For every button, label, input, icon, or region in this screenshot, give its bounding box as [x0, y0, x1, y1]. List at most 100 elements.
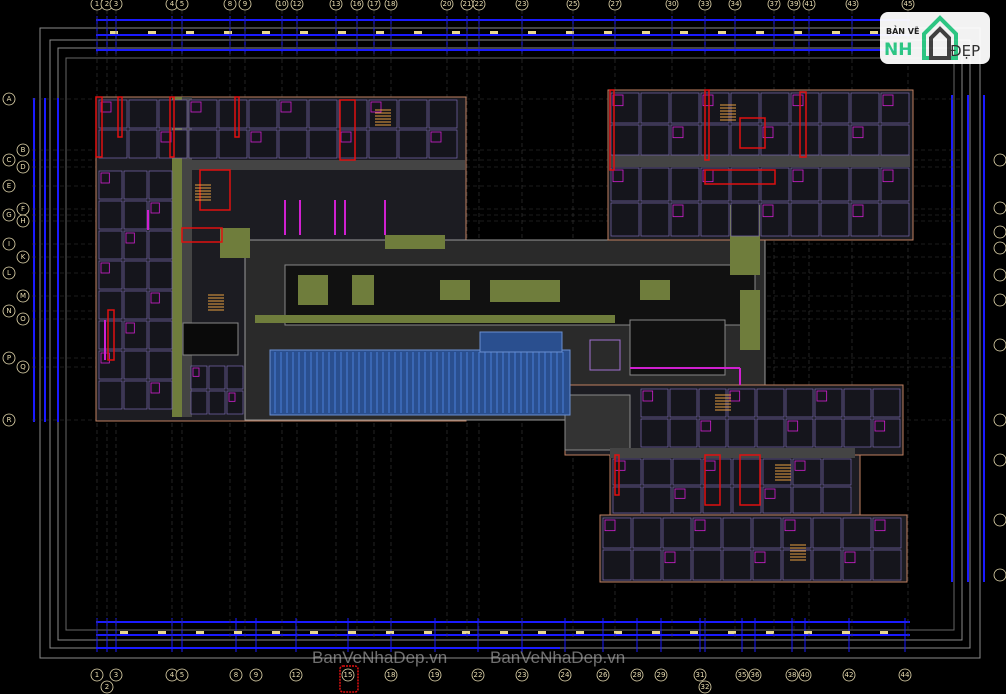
selection-marker — [339, 665, 359, 693]
grid-label: 23 — [518, 671, 527, 679]
room — [672, 126, 684, 139]
room — [370, 101, 382, 113]
grid-label: E — [7, 182, 11, 190]
apartment-unit — [158, 99, 188, 129]
apartment-unit — [692, 517, 722, 549]
grid-label: 5 — [180, 671, 184, 679]
dimension-text — [728, 631, 736, 634]
wall-segment — [609, 89, 615, 171]
landscape-strip — [255, 315, 615, 323]
apartment-unit — [670, 124, 700, 156]
grid-bubble — [785, 668, 799, 682]
plaza-ornament — [589, 339, 621, 371]
room — [100, 172, 110, 184]
grid-bubble — [993, 568, 1006, 582]
apartment-unit — [610, 202, 640, 237]
apartment-unit — [670, 202, 700, 237]
grid-bubble — [440, 0, 454, 11]
grid-bubble — [898, 668, 912, 682]
dimension-text — [386, 631, 394, 634]
grid-bubble — [90, 668, 104, 682]
apartment-unit — [727, 388, 756, 418]
dimension-text — [310, 631, 318, 634]
room — [250, 131, 262, 143]
grid-label: 41 — [805, 0, 814, 8]
dimension-text — [538, 631, 546, 634]
dimension-text — [490, 31, 498, 34]
apartment-unit — [428, 129, 458, 159]
room — [612, 169, 624, 183]
apartment-unit — [732, 458, 762, 486]
apartment-unit — [148, 260, 173, 290]
apartment-unit — [98, 350, 123, 380]
apartment-unit — [128, 129, 158, 159]
grid-label: 23 — [518, 0, 527, 8]
room — [694, 519, 706, 532]
room — [642, 390, 654, 402]
grid-label: 38 — [788, 671, 797, 679]
wall-segment — [339, 99, 356, 161]
grid-bubble — [175, 0, 189, 11]
grid-bubble — [341, 668, 355, 682]
grid-label: 3 — [114, 671, 118, 679]
apartment-unit — [148, 320, 173, 350]
grid-label: 9 — [243, 0, 247, 8]
grid-bubble — [428, 668, 442, 682]
grid-label: 4 — [170, 0, 175, 8]
wall-segment — [107, 309, 115, 361]
apartment-unit — [610, 92, 640, 124]
grid-label: 15 — [344, 671, 353, 679]
apartment-unit — [642, 486, 672, 514]
apartment-unit — [872, 517, 902, 549]
wall-segment — [117, 96, 123, 138]
dimension-text — [652, 631, 660, 634]
grid-label: F — [21, 205, 25, 213]
apartment-unit — [368, 99, 398, 129]
grid-label: 42 — [845, 671, 854, 679]
wall-segment — [739, 454, 761, 506]
grid-label: 32 — [701, 683, 710, 691]
dimension-text — [576, 631, 584, 634]
apartment-unit — [128, 99, 158, 129]
apartment-unit — [642, 458, 672, 486]
apartment-unit — [308, 129, 338, 159]
grid-bubble — [993, 453, 1006, 467]
grid-bubble — [2, 266, 16, 280]
planting-bed — [352, 275, 374, 305]
planting-bed — [740, 290, 760, 350]
apartment-unit — [880, 167, 910, 202]
wall-segment — [614, 454, 620, 496]
apartment-unit — [278, 129, 308, 159]
grid-bubble — [993, 413, 1006, 427]
grid-label: C — [7, 156, 12, 164]
dimension-text — [766, 631, 774, 634]
apartment-unit — [98, 260, 123, 290]
apartment-unit — [727, 418, 756, 448]
dimension-text — [756, 31, 764, 34]
room — [762, 204, 774, 218]
grid-label: 30 — [668, 0, 677, 8]
grid-bubble — [2, 208, 16, 222]
room — [844, 551, 856, 564]
room — [674, 488, 686, 499]
grid-bubble — [767, 0, 781, 11]
apartment-unit — [148, 290, 173, 320]
room — [816, 390, 828, 402]
apartment-unit — [398, 129, 428, 159]
dimension-text — [842, 631, 850, 634]
apartment-unit — [338, 129, 368, 159]
apartment-unit — [398, 99, 428, 129]
grid-bubble — [329, 0, 343, 11]
grid-label: 4 — [170, 671, 175, 679]
grid-bubble — [665, 0, 679, 11]
grid-label: 25 — [569, 0, 578, 8]
apartment-unit — [368, 129, 398, 159]
apartment-unit — [702, 486, 732, 514]
grid-bubble — [16, 250, 30, 264]
grid-label: 43 — [848, 0, 857, 8]
grid-bubble — [993, 241, 1006, 255]
apartment-unit — [98, 320, 123, 350]
planting-bed — [640, 280, 670, 300]
grid-bubble — [698, 680, 712, 694]
